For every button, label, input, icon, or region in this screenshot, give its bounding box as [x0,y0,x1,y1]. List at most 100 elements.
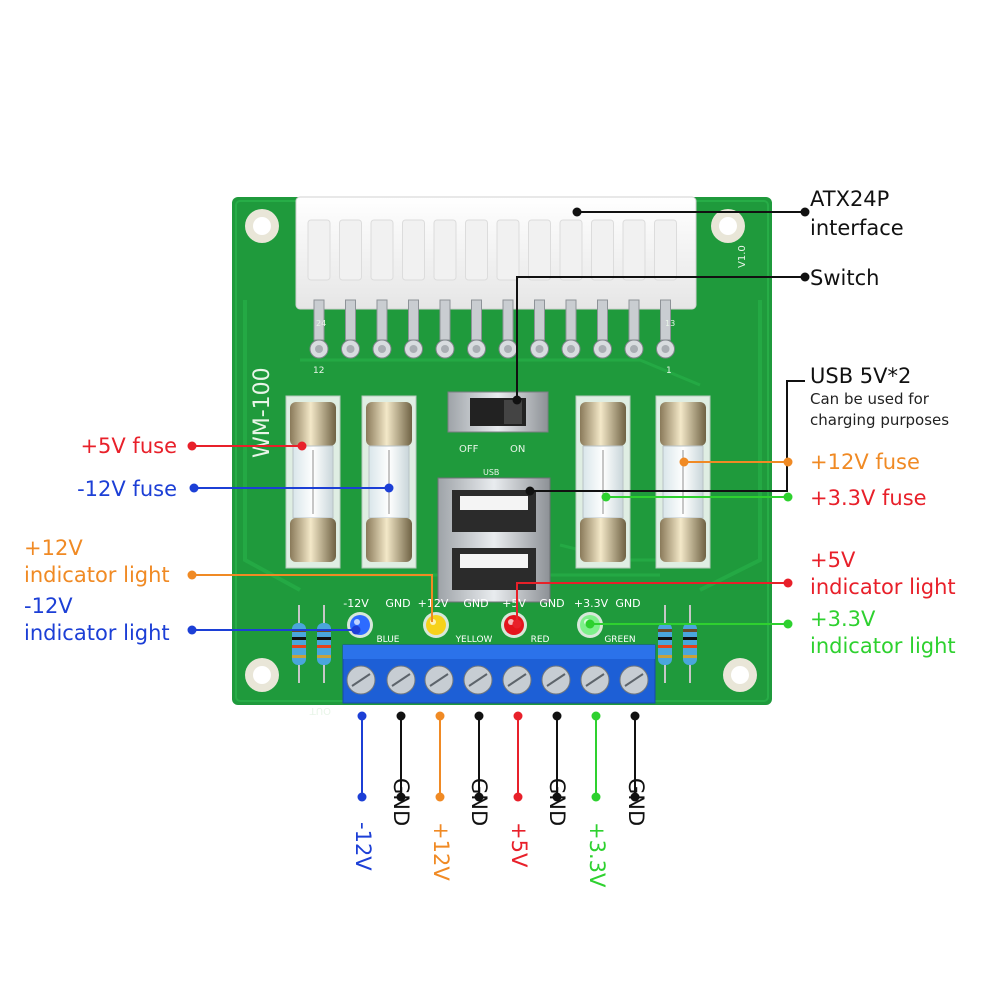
terminal-label: +12V [429,822,453,881]
atx-callout-line2: interface [810,216,904,240]
terminal-label: +5V [507,822,531,868]
terminal-lead [357,711,367,802]
ind-33v-callout-line2: indicator light [810,634,956,658]
terminal-label: -12V [351,822,375,871]
ind-m12v-callout-line1: -12V [24,594,73,618]
fuse-33v [575,395,631,569]
terminal-screw[interactable] [463,665,493,695]
atx-callout-line [572,207,810,217]
fuse-5v-callout-line [187,441,307,451]
switch-on-label: ON [510,444,525,455]
fuse-12v [655,395,711,569]
terminal-lead [396,711,406,802]
led-silk-label: GREEN [604,635,635,645]
usb-callout: USB 5V*2 [810,364,912,388]
rail-silk-label: -12V [343,597,369,610]
fuse-m12v-callout: -12V fuse [77,477,177,501]
usb-callout-line [525,380,805,496]
fuse-12v-callout: +12V fuse [810,450,920,474]
terminal-label: GND [389,778,413,827]
terminal-lead [591,711,601,802]
ind-33v-callout-line1: +3.3V [810,607,876,631]
atx-pin [656,299,675,359]
resistor [683,605,697,683]
mounting-hole [245,209,757,692]
terminal-lead [435,711,445,802]
rail-silk-label: GND [463,597,488,610]
ind-33v-callout-line [585,619,793,629]
ind-12v-callout-line1: +12V [24,536,83,560]
pin-label-1: 1 [666,366,672,376]
out-label: OUT [309,705,331,716]
led-yellow [423,612,449,638]
terminal-lead [630,711,640,802]
atx-pin [530,299,549,359]
usb-callout-sub1: Can be used for [810,390,929,408]
fuse-5v [285,395,341,569]
version-label: V1.0 [737,245,748,268]
led-silk-label: BLUE [376,635,399,645]
terminal-label: GND [624,778,648,827]
power-switch[interactable] [447,391,549,433]
terminal-screw[interactable] [424,665,454,695]
pin-label-12: 12 [313,366,324,376]
atx-pin [561,299,581,359]
rail-silk-label: GND [615,597,640,610]
rail-silk-label: +3.3V [574,597,609,610]
atx-pin [593,299,612,359]
atx-pin [404,299,423,359]
atx-pin [372,299,392,359]
fuse-33v-callout-line [601,492,793,502]
atx-pin [341,299,360,359]
fuse-m12v [361,395,417,569]
atx-pin [467,299,486,359]
usb-silk-label: USB [483,468,499,477]
ind-5v-callout-line1: +5V [810,548,856,572]
fuse-33v-callout: +3.3V fuse [810,486,927,510]
ind-12v-callout-line2: indicator light [24,563,170,587]
usb-callout-sub2: charging purposes [810,411,950,429]
ind-5v-callout-line2: indicator light [810,575,956,599]
resistor [658,605,672,683]
led-silk-label: YELLOW [455,635,493,645]
atx-pin [435,299,455,359]
atx24p-connector [295,196,697,359]
fuse-12v-callout-line [679,457,793,467]
terminal-screw[interactable] [386,665,416,695]
terminal-screw[interactable] [541,665,571,695]
led-blue [347,612,373,638]
atx-callout-line1: ATX24P [810,187,890,211]
switch-off-label: OFF [459,444,479,455]
terminal-label: GND [545,778,569,827]
atx-pin [309,299,329,359]
ind-m12v-callout-line2: indicator light [24,621,170,645]
led-silk-label: RED [531,635,550,645]
terminal-screw[interactable] [580,665,610,695]
terminal-label: GND [467,778,491,827]
rail-silk-label: GND [385,597,410,610]
ind-12v-callout-line [187,570,433,622]
fuse-m12v-callout-line [189,483,394,493]
rail-silk-label: GND [539,597,564,610]
terminal-screw[interactable] [619,665,649,695]
terminal-lead [474,711,484,802]
terminal-screw[interactable] [502,665,532,695]
terminal-lead [513,711,523,802]
fuse-5v-callout: +5V fuse [80,434,177,458]
atx-pin [624,299,644,359]
rail-silk-label: +12V [418,597,449,610]
switch-callout-line [512,272,810,405]
rail-silk-label: +5V [502,597,526,610]
pin-label-13: 13 [665,319,675,328]
terminal-block [342,644,656,704]
model-label: WM-100 [250,367,275,458]
usb-port[interactable] [437,477,551,603]
resistor [317,605,331,683]
pin-label-24: 24 [316,319,326,328]
switch-callout: Switch [810,266,880,290]
terminal-lead [552,711,562,802]
ind-m12v-callout-line [187,625,361,635]
terminal-label: +3.3V [585,822,609,888]
terminal-screw[interactable] [346,665,376,695]
